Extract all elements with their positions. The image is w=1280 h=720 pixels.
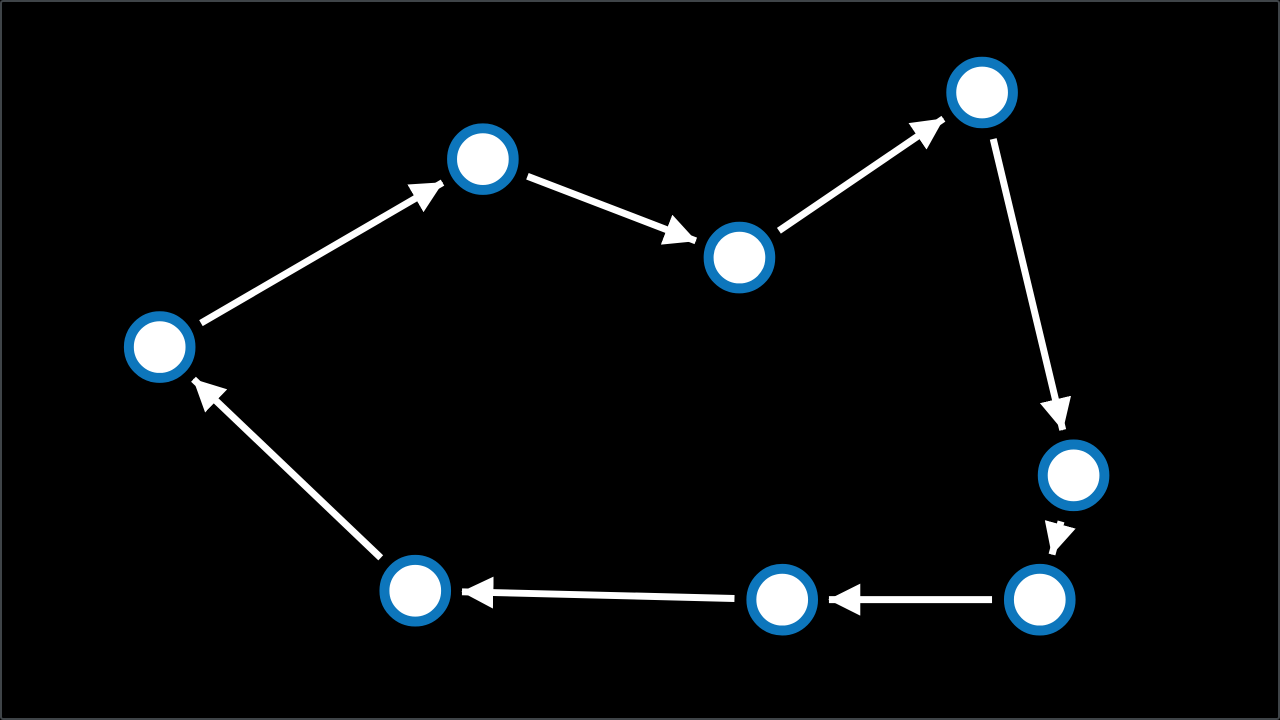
node-bottom-right xyxy=(1003,563,1076,636)
graph-edge-node-bottom-left-to-node-left xyxy=(191,376,384,561)
node-top-left xyxy=(447,123,519,195)
graph-edge-node-top-middle-to-node-top-right xyxy=(776,115,946,234)
node-right xyxy=(1037,439,1110,512)
node-bottom-middle xyxy=(746,563,819,636)
node-top-right xyxy=(946,56,1018,129)
node-left xyxy=(123,311,196,383)
graph-edge-node-left-to-node-top-left xyxy=(199,179,445,327)
node-bottom-left xyxy=(379,554,452,627)
graph-edge-node-right-to-node-bottom-right xyxy=(1044,520,1076,556)
graph-edge-node-top-right-to-node-right xyxy=(989,138,1072,431)
graph-edge-node-bottom-middle-to-node-bottom-left xyxy=(461,576,735,609)
graph-edge-node-top-left-to-node-top-middle xyxy=(526,172,698,245)
node-top-middle xyxy=(703,221,776,294)
